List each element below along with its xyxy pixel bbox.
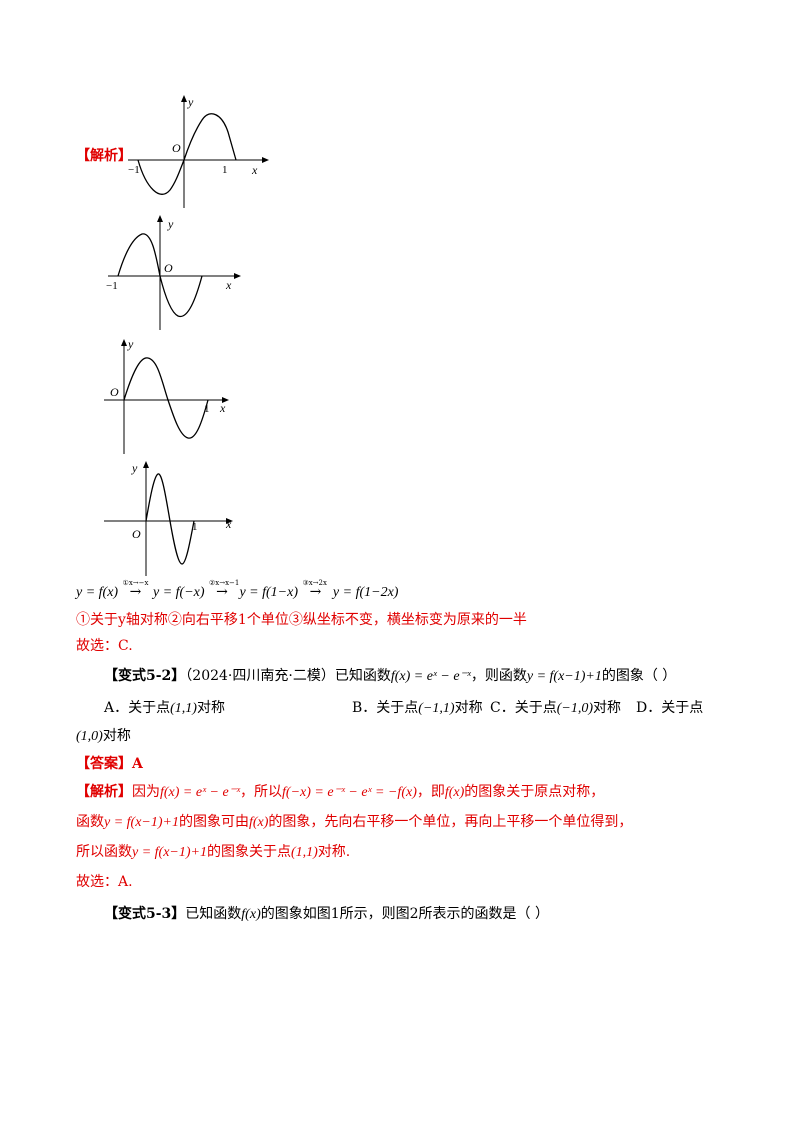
answer-choice-2: 故选：A.	[76, 874, 133, 890]
question-tag: 【变式5-2】	[104, 668, 186, 684]
graph-neg-one: −1	[128, 164, 140, 176]
analysis-label: 【解析】	[76, 148, 132, 164]
svg-text:x: x	[225, 278, 232, 292]
svg-text:y: y	[127, 337, 134, 351]
option-a: A．关于点(1,1)对称	[104, 700, 225, 716]
graph-origin-label: O	[172, 141, 181, 155]
svg-text:x: x	[219, 401, 226, 415]
graph-x-label: x	[251, 163, 258, 177]
option-d-cont: (1,0)对称	[76, 728, 131, 744]
transform-arrow-3: ③x→2x→	[302, 579, 327, 600]
analysis-line-1: 【解析】因为f(x) = eˣ − e⁻ˣ，所以f(−x) = e⁻ˣ − eˣ…	[76, 784, 605, 800]
svg-text:O: O	[164, 261, 173, 275]
graph-y-label: y	[187, 95, 194, 109]
transform-f1: y = f(−x)	[153, 585, 205, 600]
transform-f2: y = f(1−x)	[239, 585, 298, 600]
option-b: B．关于点(−1,1)对称	[352, 700, 483, 716]
question-function: f(x) = eˣ − e⁻ˣ	[390, 669, 471, 684]
svg-text:O: O	[132, 527, 141, 541]
graph-f-neg-x: y O −1 x	[106, 215, 241, 330]
transform-arrow-2: ②x→x−1→	[209, 579, 240, 600]
svg-text:1: 1	[192, 521, 198, 533]
svg-text:−1: −1	[106, 280, 118, 292]
answer-choice-1: 故选：C.	[76, 638, 133, 654]
svg-text:O: O	[110, 385, 119, 399]
steps-note: ①关于y轴对称②向右平移1个单位③纵坐标不变，横坐标变为原来的一半	[76, 612, 527, 628]
graph-f-1-minus-x: y O 1 x	[104, 337, 229, 454]
transform-f0: y = f(x)	[76, 585, 119, 600]
svg-text:y: y	[131, 461, 138, 475]
answer-letter: A	[132, 756, 143, 772]
answer-section: 【答案】A	[76, 756, 143, 772]
transform-arrow-1: ①x→−x→	[122, 579, 149, 600]
question-5-2: 【变式5-2】（2024·四川南充·二模）已知函数f(x) = eˣ − e⁻ˣ…	[104, 668, 677, 684]
transform-f3: y = f(1−2x)	[332, 585, 399, 600]
svg-text:x: x	[225, 517, 232, 531]
analysis-line-2: 函数y = f(x−1)+1的图象可由f(x)的图象，先向右平移一个单位，再向上…	[76, 814, 633, 830]
option-d: D．关于点	[636, 700, 704, 716]
svg-text:1: 1	[204, 403, 210, 415]
question-5-3: 【变式5-3】已知函数f(x)的图象如图1所示，则图2所表示的函数是（ ）	[104, 906, 549, 922]
graph-f-1-minus-2x: y O 1 x	[104, 461, 233, 576]
option-c: C．关于点(−1,0)对称	[490, 700, 621, 716]
graph-fx: y O −1 1 x	[128, 95, 269, 208]
svg-text:y: y	[167, 217, 174, 231]
graph-one: 1	[222, 164, 228, 176]
analysis-line-3: 所以函数y = f(x−1)+1的图象关于点(1,1)对称.	[76, 844, 351, 860]
transform-chain: y = f(x) ①x→−x→ y = f(−x) ②x→x−1→ y = f(…	[76, 579, 399, 603]
